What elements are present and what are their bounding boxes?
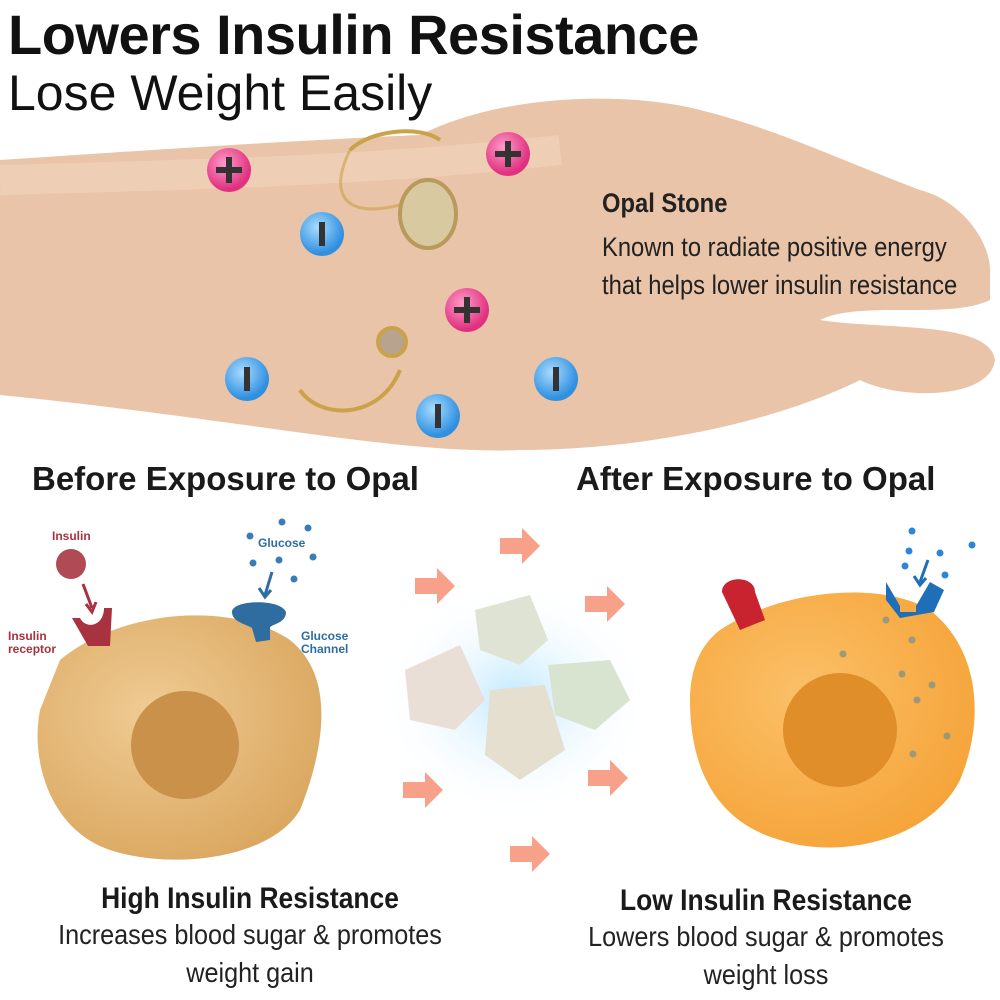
before-caption: High Insulin Resistance Increases blood …	[0, 882, 500, 992]
page-subtitle: Lose Weight Easily	[8, 65, 433, 121]
opal-description: Known to radiate positive energy that he…	[602, 228, 1000, 304]
opal-stones	[375, 580, 655, 820]
bracelet-icon	[298, 129, 458, 413]
insulin-label: Insulin	[52, 529, 91, 543]
positive-charge-icon	[445, 288, 489, 332]
after-caption-line: weight loss	[703, 959, 829, 990]
cell-after	[690, 527, 976, 848]
before-caption-line: Increases blood sugar & promotes	[58, 919, 442, 950]
negative-charge-icon	[225, 357, 269, 401]
before-heading: Before Exposure to Opal	[32, 460, 419, 497]
opal-title: Opal Stone	[602, 188, 728, 218]
opal-desc-line: Known to radiate positive energy	[602, 232, 947, 262]
positive-charge-icon	[207, 148, 251, 192]
after-caption-title: Low Insulin Resistance	[620, 884, 912, 917]
energy-arrows	[403, 528, 628, 872]
before-caption-title: High Insulin Resistance	[101, 882, 399, 915]
after-caption: Low Insulin Resistance Lowers blood suga…	[516, 884, 1000, 994]
negative-charge-icon	[416, 394, 460, 438]
after-caption-line: Lowers blood sugar & promotes	[588, 921, 944, 952]
negative-charge-icon	[534, 357, 578, 401]
before-caption-line: weight gain	[186, 957, 314, 988]
negative-charge-icon	[300, 212, 344, 256]
glucose-label: Glucose	[258, 536, 306, 550]
page-title: Lowers Insulin Resistance	[8, 3, 699, 66]
positive-charge-icon	[486, 132, 530, 176]
after-heading: After Exposure to Opal	[576, 460, 936, 497]
cell-before	[37, 518, 322, 860]
opal-desc-line: that helps lower insulin resistance	[602, 270, 958, 300]
charge-markers	[207, 132, 578, 438]
